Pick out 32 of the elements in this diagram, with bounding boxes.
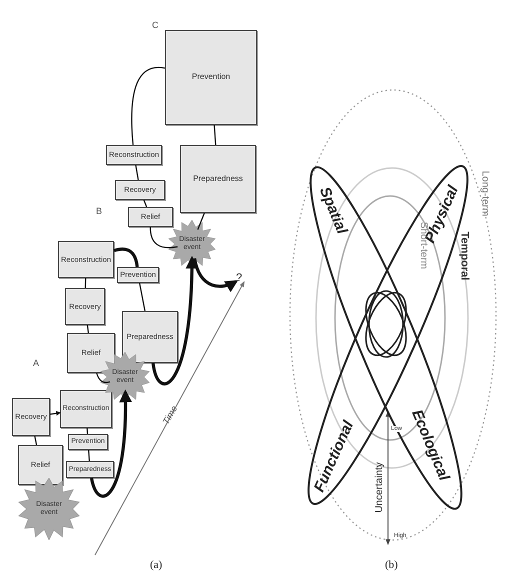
stage-label: Prevention xyxy=(192,73,230,82)
stage-box xyxy=(60,390,112,428)
disaster-burst xyxy=(168,220,216,268)
stage-box xyxy=(12,398,50,436)
text-label: Temporal xyxy=(458,232,470,280)
stage-box xyxy=(180,145,256,213)
text-label: (b) xyxy=(385,559,398,571)
text-label: B xyxy=(96,206,102,216)
stage-box xyxy=(115,180,165,200)
connector-arrow xyxy=(90,389,132,498)
connector-arrow xyxy=(192,258,238,292)
stage-box xyxy=(58,241,114,278)
stage-box xyxy=(65,288,105,325)
stage-label: Preparedness xyxy=(193,174,243,184)
connector-arrow xyxy=(50,410,61,416)
stage-box xyxy=(117,267,159,283)
stage-box xyxy=(18,445,63,485)
stage-box xyxy=(68,434,108,450)
text-label: C xyxy=(152,20,158,30)
connector-arrow xyxy=(151,256,198,386)
stage-box xyxy=(106,145,162,165)
text-label: Long-term xyxy=(479,170,490,216)
disaster-burst xyxy=(100,352,150,402)
text-label: (a) xyxy=(150,559,162,571)
stage-box xyxy=(165,30,257,125)
text-label: Uncertainty xyxy=(374,462,385,513)
stage-box xyxy=(66,461,114,478)
stage-box xyxy=(128,207,173,227)
disaster-burst xyxy=(18,478,80,540)
text-label: A xyxy=(33,358,40,368)
question-mark: ? xyxy=(236,272,242,284)
stage-box xyxy=(122,311,178,363)
